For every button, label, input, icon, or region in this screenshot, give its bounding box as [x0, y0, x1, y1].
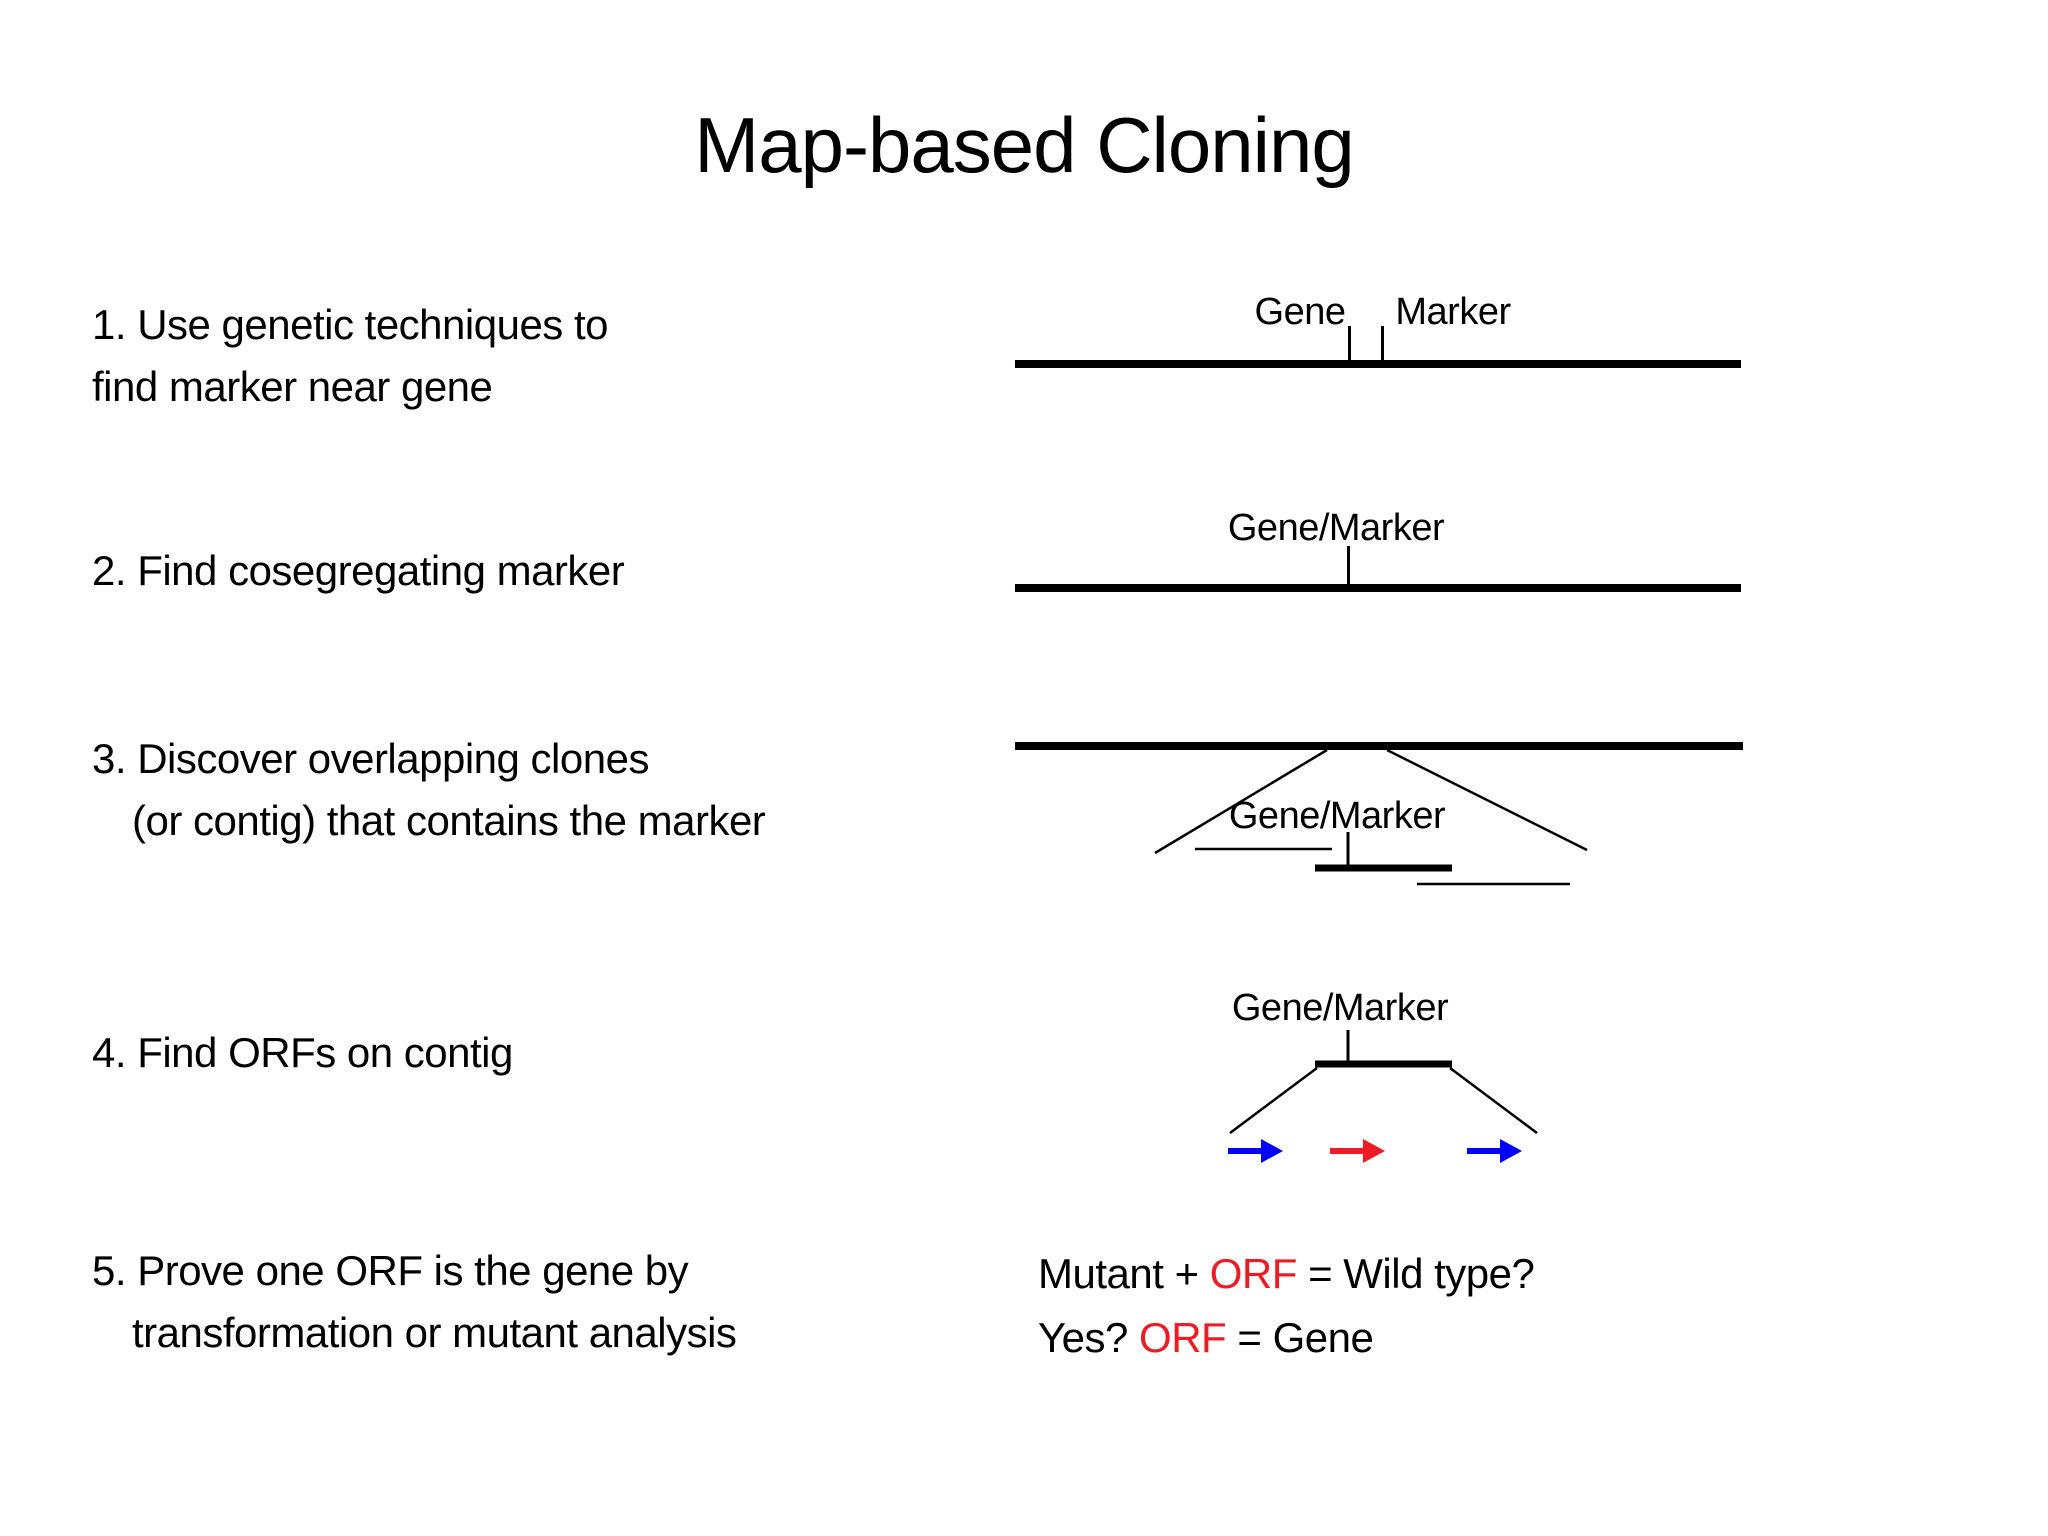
gene-label: Gene: [1254, 291, 1346, 333]
step-4-text: 4. Find ORFs on contig: [92, 1022, 513, 1084]
step-5-line-1: 5. Prove one ORF is the gene by: [92, 1247, 689, 1294]
chromosome-line-step1: [1015, 360, 1741, 368]
orf-arrow-head: [1500, 1139, 1522, 1163]
step-5-text: 5. Prove one ORF is the gene by transfor…: [92, 1240, 737, 1364]
step-3-line-2: (or contig) that contains the marker: [132, 797, 766, 844]
zoom-guide-left-step4: [1229, 1066, 1318, 1135]
step-1-text: 1. Use genetic techniques to find marker…: [92, 294, 609, 418]
zoom-guide-right-step4: [1449, 1066, 1538, 1135]
zoom-guide-left: [1154, 748, 1328, 855]
gene-marker-label-step3: Gene/Marker: [1228, 795, 1446, 837]
step-2-text: 2. Find cosegregating marker: [92, 540, 625, 602]
orf-arrow-blue-right-icon: [1467, 1139, 1522, 1163]
gene-marker-label-step2: Gene/Marker: [1227, 507, 1445, 549]
step-1-line-2: find marker near gene: [92, 363, 493, 410]
zoom-guide-right: [1386, 748, 1588, 852]
conclusion-line-2: Yes? ORF = Gene: [1038, 1306, 1534, 1370]
conclusion-2-pre: Yes?: [1038, 1314, 1140, 1361]
step-3-text: 3. Discover overlapping clones (or conti…: [92, 728, 766, 852]
orf-diagram: [1228, 1030, 1538, 1163]
chromosome-line-step2: [1015, 584, 1741, 592]
conclusion-1-post: = Wild type?: [1296, 1250, 1535, 1297]
orf-arrow-head: [1363, 1139, 1385, 1163]
orf-arrow-red-icon: [1330, 1139, 1385, 1163]
step-4-line-1: 4. Find ORFs on contig: [92, 1029, 513, 1076]
conclusion-1-pre: Mutant +: [1038, 1250, 1210, 1297]
orf-arrow-blue-left-icon: [1228, 1139, 1283, 1163]
step-1-line-1: 1. Use genetic techniques to: [92, 301, 609, 348]
marker-tick: [1381, 326, 1384, 360]
conclusion-2-orf: ORF: [1139, 1314, 1227, 1361]
step-5-line-2: transformation or mutant analysis: [132, 1309, 737, 1356]
orf-arrow-head: [1261, 1139, 1283, 1163]
gene-marker-tick-step2: [1347, 546, 1350, 584]
step-2-line-1: 2. Find cosegregating marker: [92, 547, 625, 594]
conclusion-text: Mutant + ORF = Wild type? Yes? ORF = Gen…: [1038, 1242, 1535, 1370]
step-3-line-1: 3. Discover overlapping clones: [92, 735, 649, 782]
gene-marker-label-step4: Gene/Marker: [1231, 987, 1449, 1029]
conclusion-1-orf: ORF: [1209, 1250, 1298, 1297]
contig-diagram: [1015, 742, 1743, 886]
conclusion-2-post: = Gene: [1226, 1314, 1374, 1361]
marker-label: Marker: [1395, 291, 1511, 333]
gene-tick: [1348, 326, 1351, 360]
conclusion-line-1: Mutant + ORF = Wild type?: [1038, 1242, 1535, 1306]
page-title: Map-based Cloning: [694, 101, 1354, 189]
